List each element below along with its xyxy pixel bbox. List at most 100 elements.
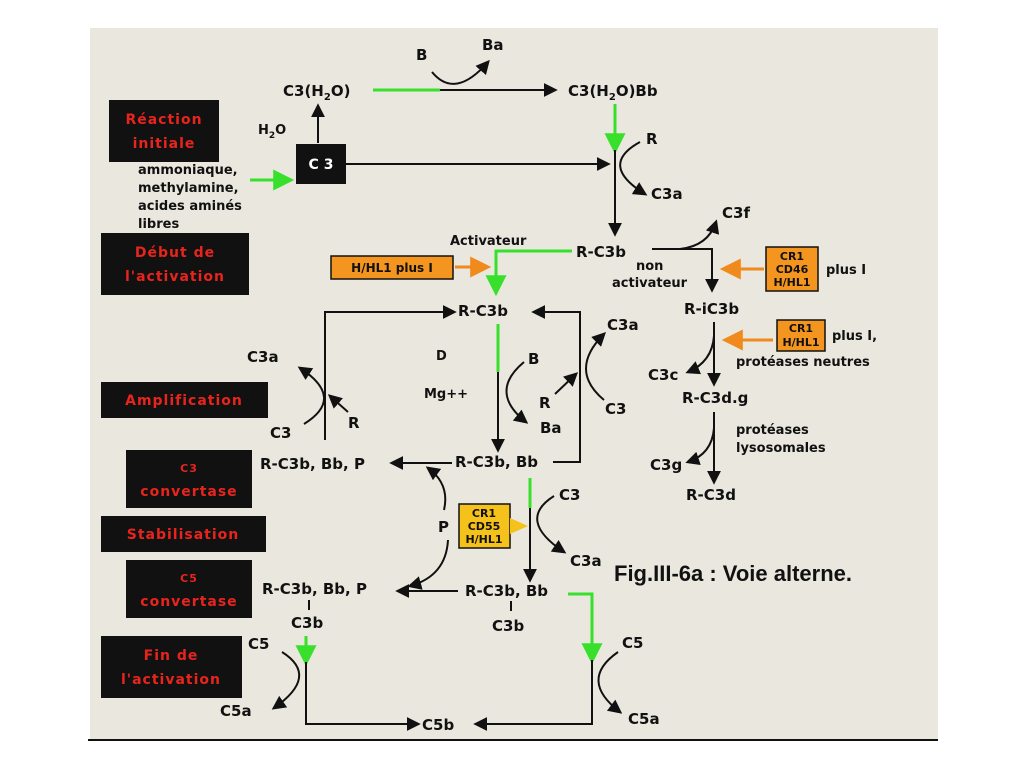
svg-text:l'activation: l'activation — [125, 269, 225, 285]
svg-text:H/HL1: H/HL1 — [782, 336, 819, 349]
c3f-label: C3f — [722, 204, 750, 222]
d-label: D — [436, 349, 447, 364]
phase-c5-convertase: C5 convertase — [126, 560, 252, 618]
regulator-cr1-hhl1: CR1 H/HL1 — [776, 319, 826, 352]
curve-c3f — [679, 219, 720, 250]
svg-text:Réaction: Réaction — [125, 112, 202, 128]
c5a-left-label: C5a — [220, 702, 252, 720]
r-right-label: R — [539, 394, 551, 412]
ba-top-label: Ba — [482, 36, 504, 54]
green-arrow-activateur — [485, 249, 572, 297]
phase-stabilisation: Stabilisation — [101, 516, 266, 552]
svg-text:ammoniaque,: ammoniaque, — [138, 163, 238, 178]
r-c3b-mid-node: R-C3b — [458, 302, 508, 320]
c3-stab-label: C3 — [559, 486, 580, 504]
svg-text:C3: C3 — [180, 462, 198, 475]
r-ic3b-node: R-iC3b — [684, 300, 739, 318]
green-arrow-right-c5 — [568, 592, 603, 665]
r-c3b-bb-p-low-node: R-C3b, Bb, P — [262, 580, 367, 598]
c3-box: C 3 — [296, 144, 346, 184]
c3a-right-label: C3a — [607, 316, 639, 334]
activateur-non-label: activateur — [612, 276, 688, 291]
plus-i-label-2: plus I, — [832, 329, 877, 344]
svg-text:H/HL1 plus I: H/HL1 plus I — [351, 261, 433, 275]
c5b-node: C5b — [422, 716, 454, 734]
regulator-cr1-cd46: CR1 CD46 H/HL1 — [765, 246, 819, 292]
curve-p-up — [425, 466, 447, 511]
svg-text:methylamine,: methylamine, — [138, 181, 239, 196]
curve-c3c — [685, 335, 715, 375]
h2o-label: H2O — [258, 123, 286, 141]
p-label: P — [438, 518, 449, 536]
c5-left-label: C5 — [248, 635, 269, 653]
svg-text:Début de: Début de — [135, 245, 215, 261]
c5-right-label: C5 — [622, 634, 643, 652]
curve-p-down — [407, 539, 449, 590]
r-c3b-bb-p-node: R-C3b, Bb, P — [260, 455, 365, 473]
c3a-top-label: C3a — [651, 185, 683, 203]
phase-fin-activation: Fin de l'activation — [101, 636, 242, 698]
svg-text:H/HL1: H/HL1 — [773, 276, 810, 289]
yellow-arrow-cr1-cd55 — [510, 518, 528, 534]
svg-text:CD46: CD46 — [776, 263, 809, 276]
curve-r-c3a-top — [619, 141, 648, 196]
r-top-label: R — [646, 130, 658, 148]
svg-text:CR1: CR1 — [472, 507, 496, 520]
c3b-left-low-label: C3b — [291, 614, 323, 632]
activateur-label: Activateur — [450, 234, 527, 249]
svg-text:C5: C5 — [180, 572, 198, 585]
plus-i-label-1: plus I — [826, 263, 866, 278]
substrate-list: ammoniaque, methylamine, acides aminés l… — [138, 163, 242, 232]
arrow-r-left — [327, 394, 349, 413]
c3b-right-low-label: C3b — [492, 617, 524, 635]
c3a-left-label: C3a — [247, 348, 279, 366]
c5a-right-label: C5a — [628, 710, 660, 728]
c3-right-label: C3 — [605, 400, 626, 418]
r-c3d-node: R-C3d — [686, 486, 736, 504]
curve-c3g — [685, 427, 715, 466]
c3-left-label: C3 — [270, 424, 291, 442]
svg-text:C 3: C 3 — [309, 157, 334, 173]
arrow-non-activateur — [652, 248, 719, 293]
regulator-hhl1-plus-i: H/HL1 plus I — [330, 255, 454, 280]
svg-text:acides aminés: acides aminés — [138, 199, 242, 214]
r-left-label: R — [348, 414, 360, 432]
svg-text:H/HL1: H/HL1 — [465, 533, 502, 546]
phase-reaction-initiale: Réaction initiale — [109, 100, 219, 162]
loop-right-up — [531, 305, 581, 463]
proteases-lyso-1: protéases — [736, 423, 809, 438]
figure-caption: Fig.III-6a : Voie alterne. — [614, 561, 852, 586]
curve-b-ba-top — [431, 59, 490, 85]
svg-text:convertase: convertase — [140, 484, 237, 500]
proteases-lyso-2: lysosomales — [736, 441, 826, 456]
curve-c5-c5a-right — [597, 651, 623, 714]
phase-c3-convertase: C3 convertase — [126, 450, 252, 508]
svg-text:initiale: initiale — [133, 136, 196, 152]
c3h2o-node: C3(H2O) — [283, 82, 350, 103]
r-c3b-top-node: R-C3b — [576, 243, 626, 261]
c3h2obb-node: C3(H2O)Bb — [568, 82, 658, 103]
b-mid-label: B — [528, 350, 539, 368]
svg-text:CD55: CD55 — [468, 520, 501, 533]
svg-text:Amplification: Amplification — [125, 393, 243, 409]
arrow-left-to-c5b — [305, 662, 421, 731]
c3c-label: C3c — [648, 366, 678, 384]
curve-c3-c3a-stab — [536, 495, 567, 554]
curve-right-c3-c3a — [585, 332, 606, 401]
curve-b-ba-mid — [505, 361, 529, 424]
curve-c5-c5a-left — [271, 651, 300, 710]
svg-text:CR1: CR1 — [789, 322, 813, 335]
mg-label: Mg++ — [424, 387, 468, 402]
r-c3b-bb-node: R-C3b, Bb — [455, 453, 538, 471]
arrow-r-right — [554, 372, 579, 395]
b-top-label: B — [416, 46, 427, 64]
r-c3dg-node: R-C3d.g — [682, 389, 748, 407]
svg-text:convertase: convertase — [140, 594, 237, 610]
non-label: non — [636, 259, 663, 274]
c3a-stab-label: C3a — [570, 552, 602, 570]
svg-text:CR1: CR1 — [780, 250, 804, 263]
r-c3b-bb-low-node: R-C3b, Bb — [465, 582, 548, 600]
svg-text:libres: libres — [138, 217, 179, 232]
phase-amplification: Amplification — [101, 382, 268, 418]
